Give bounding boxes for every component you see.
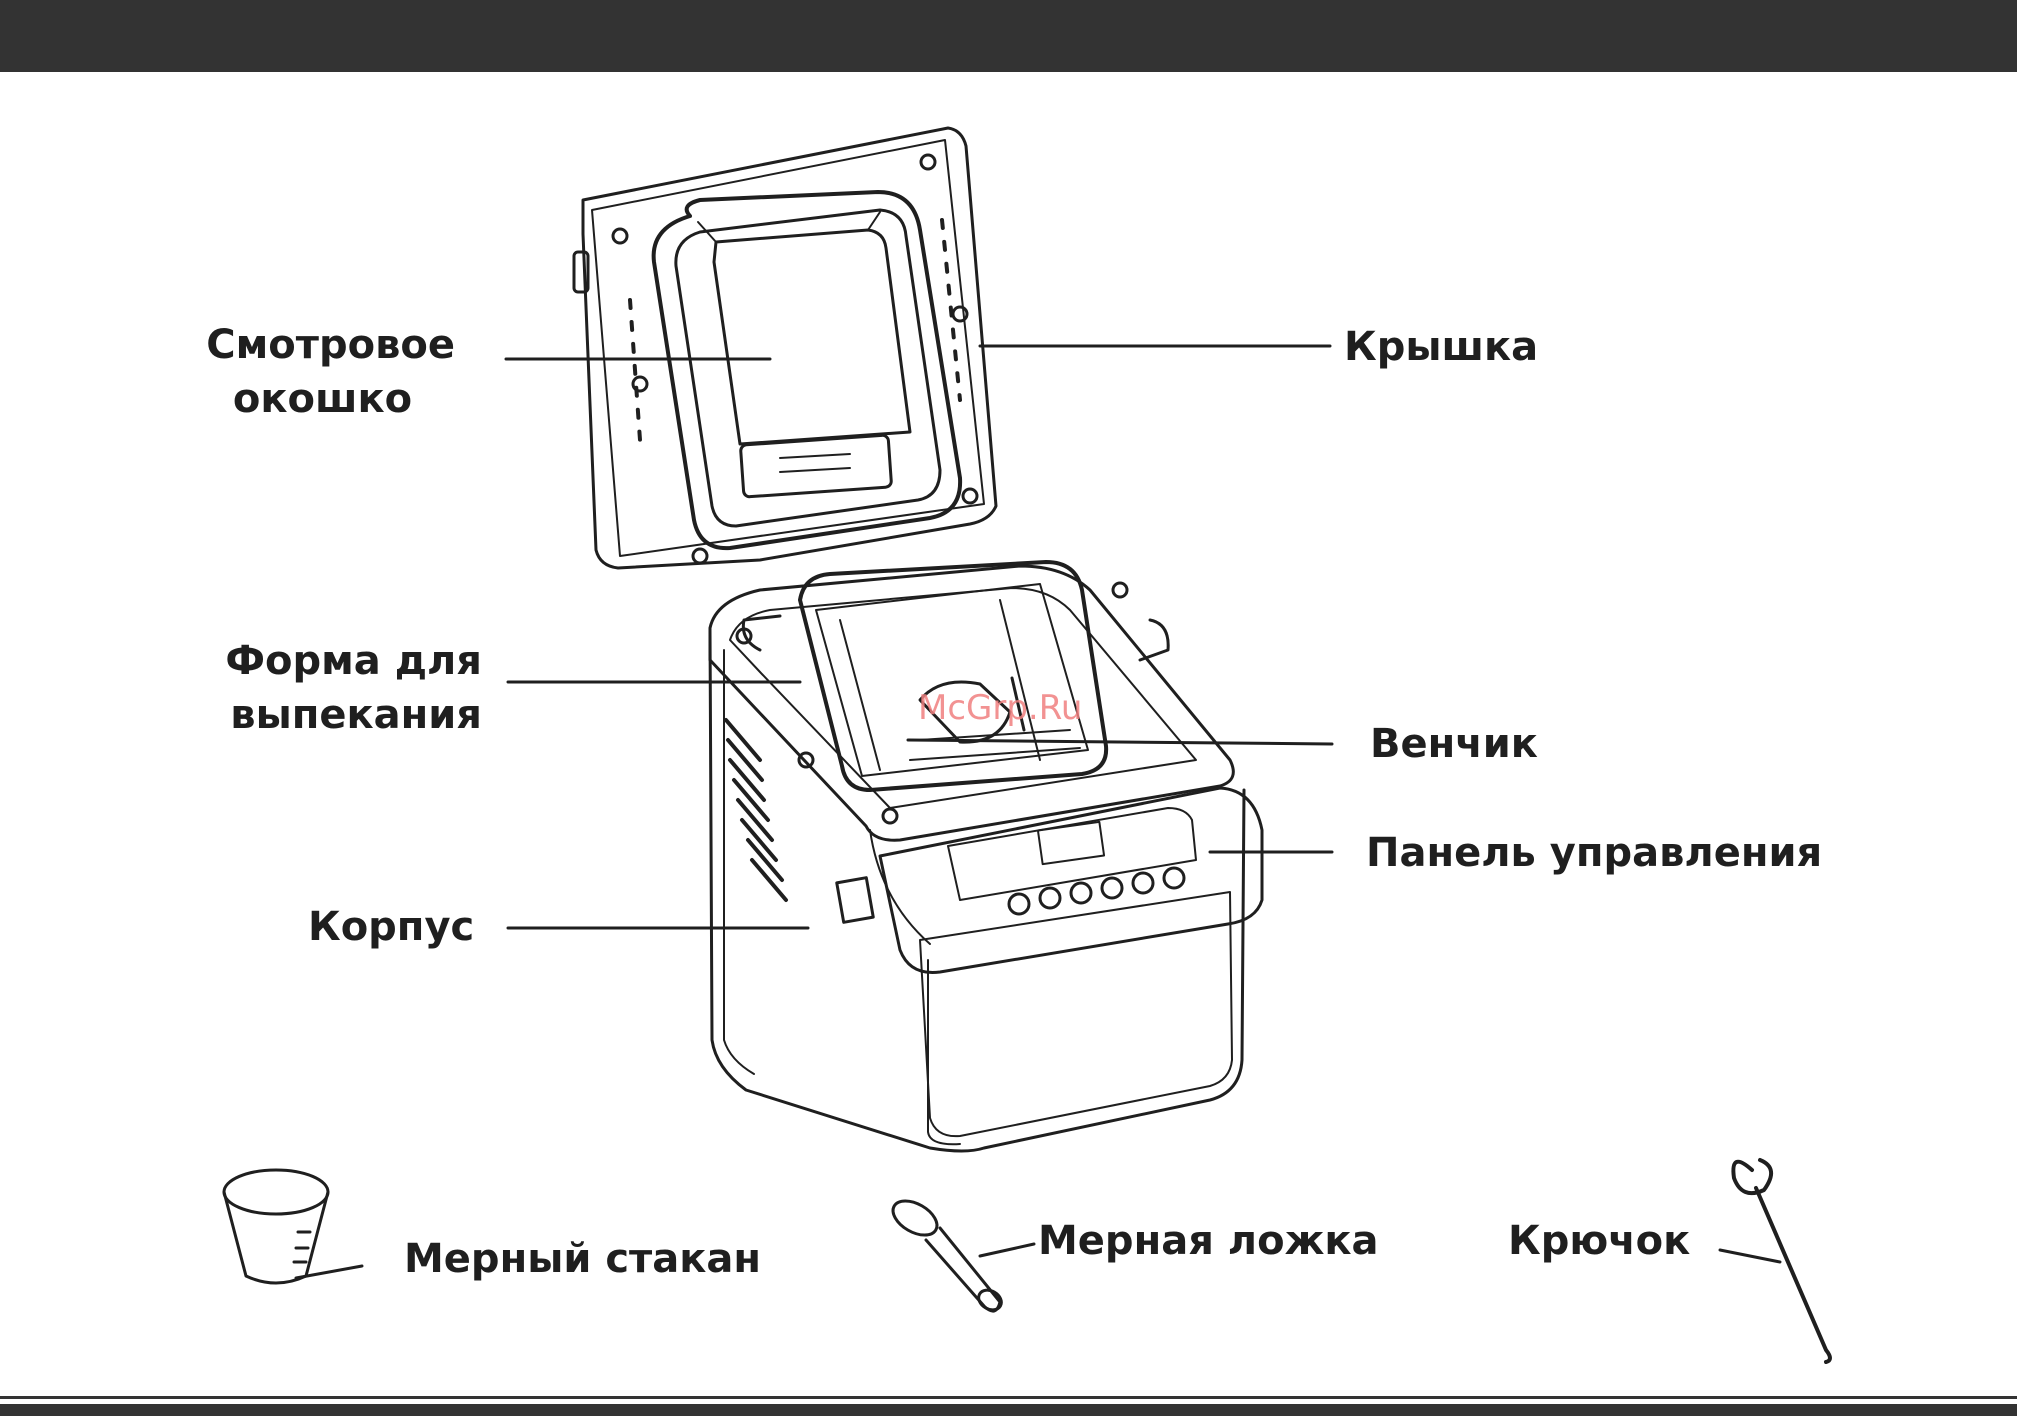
label-lid: Крышка	[1344, 320, 1538, 374]
leader-lines	[296, 346, 1780, 1278]
label-viewing-window-line2: окошко	[190, 372, 455, 426]
control-panel-drawing	[880, 788, 1262, 973]
hook-drawing	[1733, 1160, 1830, 1362]
label-kneader: Венчик	[1370, 717, 1538, 771]
body-drawing	[710, 566, 1244, 1151]
watermark: McGrp.Ru	[918, 688, 1082, 728]
label-baking-pan-line2: выпекания	[222, 688, 482, 742]
label-body: Корпус	[308, 900, 474, 954]
label-hook: Крючок	[1508, 1214, 1690, 1268]
label-viewing-window: Смотровое окошко	[190, 318, 455, 426]
label-baking-pan: Форма для выпекания	[222, 634, 482, 742]
label-measuring-spoon: Мерная ложка	[1038, 1214, 1379, 1268]
measuring-cup-drawing	[224, 1170, 328, 1283]
lid-drawing	[574, 128, 996, 568]
label-baking-pan-line1: Форма для	[222, 634, 482, 688]
label-viewing-window-line1: Смотровое	[190, 318, 455, 372]
label-control-panel: Панель управления	[1366, 826, 1822, 880]
label-measuring-cup: Мерный стакан	[404, 1232, 761, 1286]
